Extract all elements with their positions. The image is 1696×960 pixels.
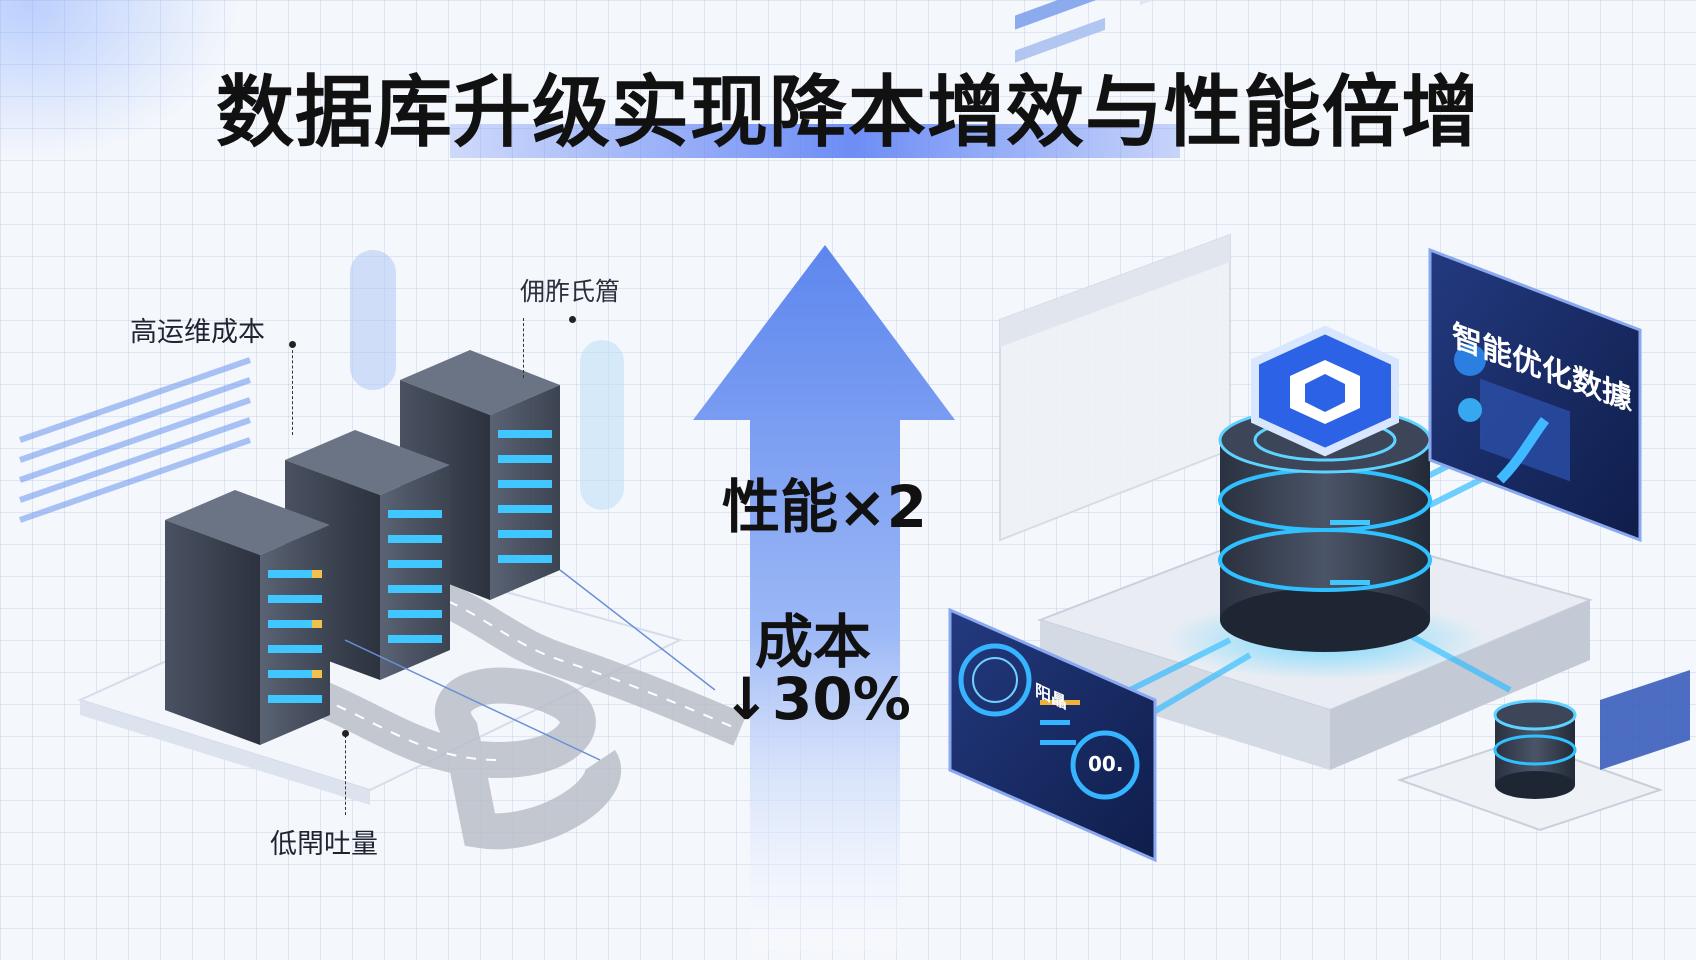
connector-line (344, 639, 601, 761)
leader-dot (342, 730, 349, 737)
leader-line (292, 345, 293, 435)
connector-line (559, 569, 716, 691)
label-high-ops-cost: 高运维成本 (130, 317, 265, 348)
browser-window (999, 0, 1231, 542)
gauge-readout: 00. (1088, 752, 1124, 776)
label-low-throughput: 低閈吐量 (270, 829, 378, 860)
dashboard-gauge-icon (948, 607, 1157, 863)
performance-label: 性能×2 (722, 473, 927, 541)
leader-line (345, 735, 346, 815)
shield-logo-icon (1251, 325, 1399, 457)
smart-optimize-screen (1428, 247, 1642, 543)
cost-label: 成本 (755, 608, 872, 676)
right-platform-edge (1330, 600, 1590, 770)
database-cylinder-icon (1396, 699, 1664, 832)
title-highlight (450, 124, 1180, 158)
left-stripes (19, 357, 251, 523)
leader-dot (569, 316, 576, 323)
label-garbled: 佣胙氏篃 (520, 277, 621, 306)
mini-panel (1600, 670, 1690, 770)
deco-pill (580, 340, 624, 510)
leader-dot (289, 341, 296, 348)
deco-pill (350, 250, 396, 390)
leader-line (523, 318, 524, 378)
page-title: 数据库升级实现降本增效与性能倍增 (215, 68, 1480, 158)
cost-down-arrow-icon: ↓ (722, 665, 771, 733)
performance-arrow (693, 245, 955, 950)
server-rack-icon (165, 490, 330, 745)
background-glow (0, 0, 240, 160)
road-marking (409, 589, 741, 731)
left-platform-edge (80, 700, 370, 805)
cost-reduction-value: 30% (772, 665, 911, 733)
